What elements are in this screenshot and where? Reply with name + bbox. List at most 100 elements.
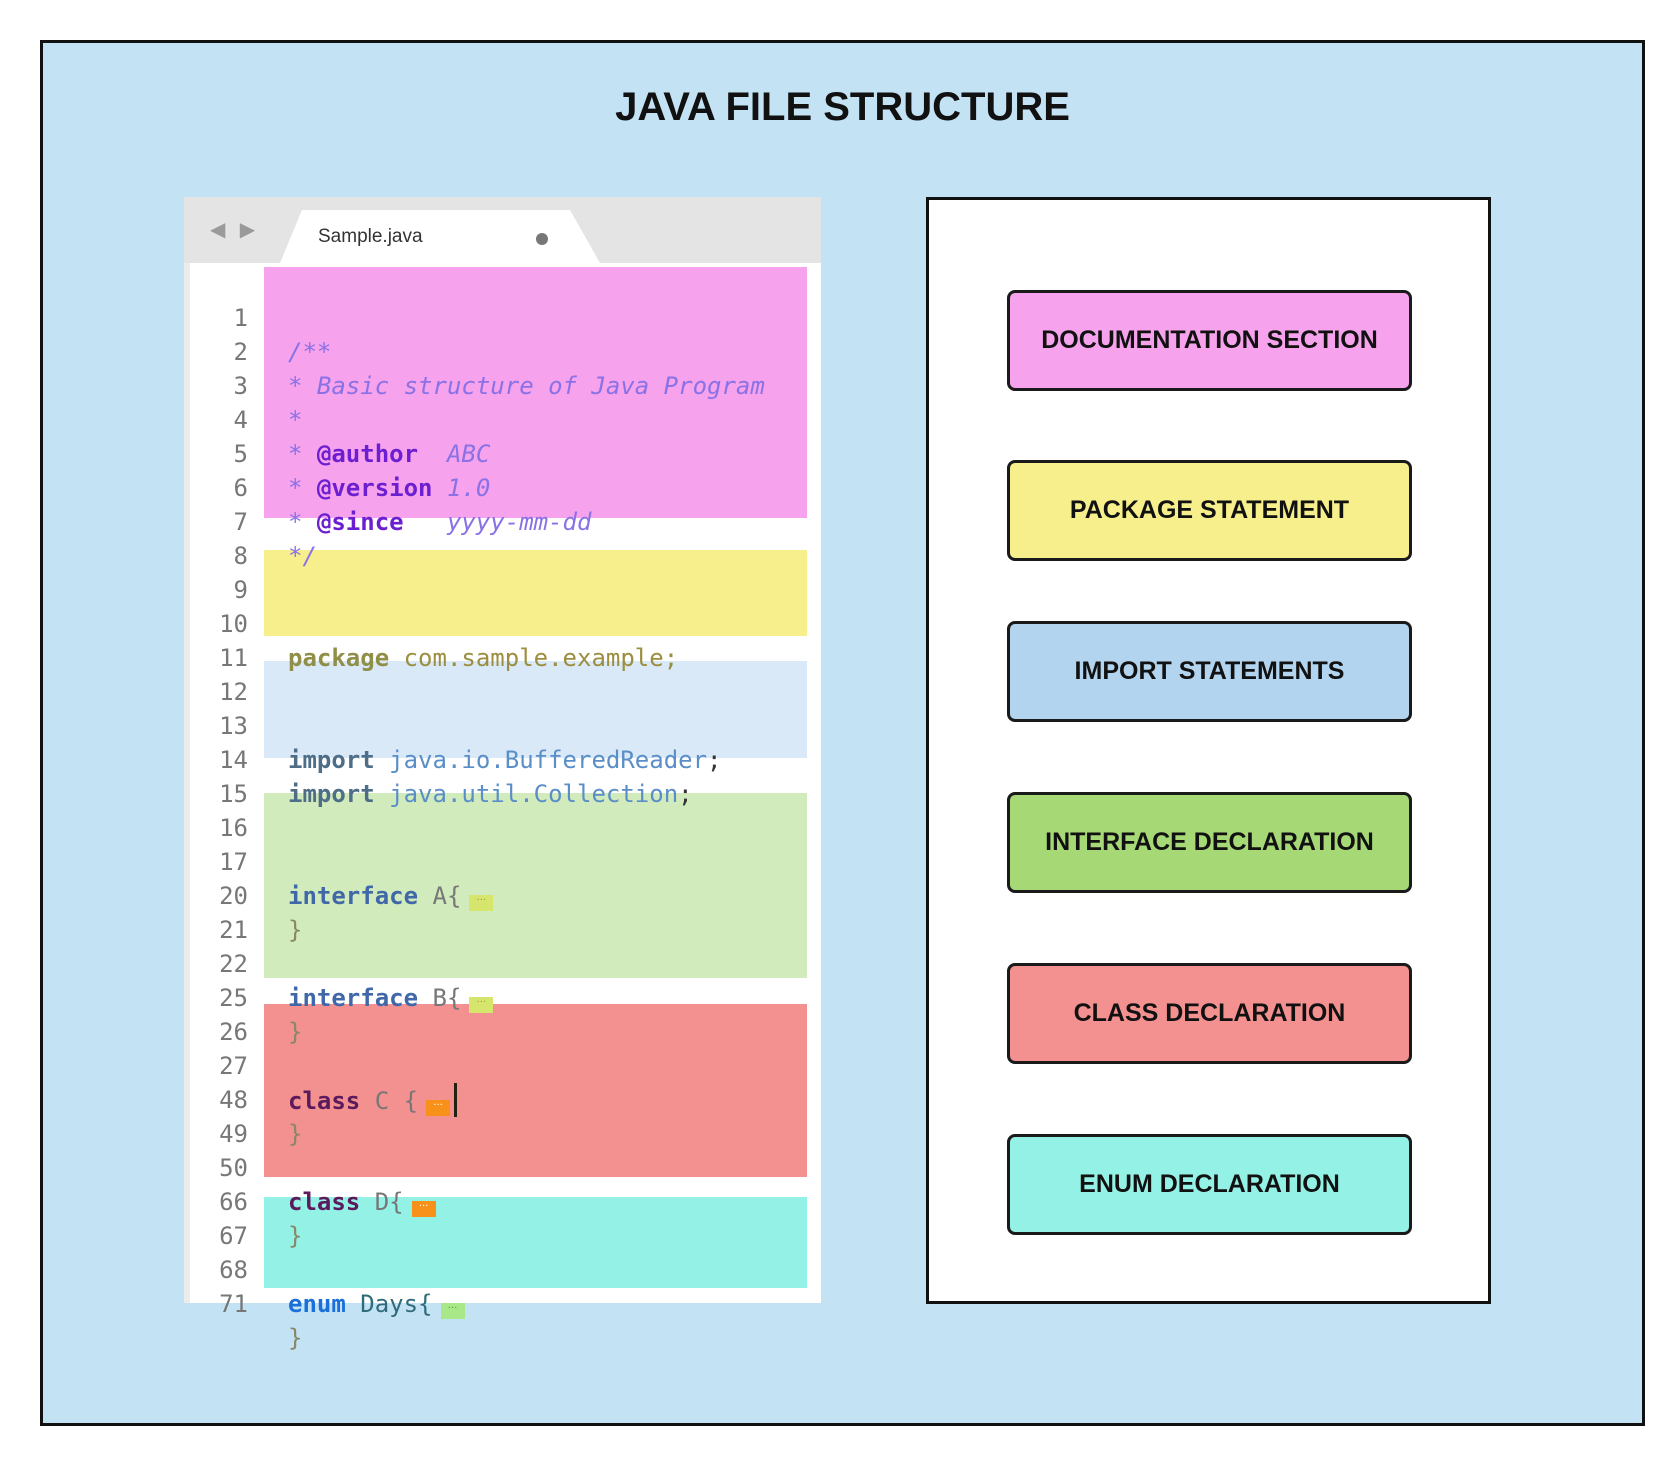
fold-marker-icon[interactable]: ··· — [440, 1303, 465, 1319]
fold-marker-icon[interactable]: ··· — [411, 1201, 436, 1217]
line-number: 17 — [219, 848, 248, 876]
line-number: 26 — [219, 1018, 248, 1046]
line-code: } — [288, 1120, 303, 1148]
code-line: 6 * @since yyyy-mm-dd — [184, 437, 821, 536]
code-editor: ◀ ▶ Sample.java 1 /** 2 * Basic structur… — [184, 197, 821, 1352]
legend-panel: DOCUMENTATION SECTION PACKAGE STATEMENT … — [926, 197, 1491, 1304]
editor-gutter-edge — [184, 263, 190, 1303]
code-line: 8 — [184, 505, 821, 570]
token: @version — [316, 474, 433, 502]
code-line: 68 enum Days{ ··· — [184, 1219, 821, 1319]
text-cursor-icon — [454, 1083, 458, 1117]
line-number: 1 — [233, 304, 248, 332]
line-code: } — [288, 916, 303, 944]
editor-tab-bar: ◀ ▶ Sample.java — [184, 197, 821, 263]
code-line: 5 * @version 1.0 — [184, 403, 821, 502]
line-code: package com.sample.example; — [288, 641, 678, 675]
code-line: 4 * @author ABC — [184, 369, 821, 468]
token: .io. — [446, 746, 505, 774]
line-code: * Basic structure of Java Program — [288, 372, 765, 400]
legend-import-statements: IMPORT STATEMENTS — [1007, 621, 1412, 722]
line-number: 66 — [219, 1188, 248, 1216]
code-line: 15 — [184, 743, 821, 808]
token: B{ — [418, 984, 462, 1012]
legend-interface-declaration: INTERFACE DECLARATION — [1007, 792, 1412, 893]
line-number: 71 — [219, 1290, 248, 1318]
line-code: * @version 1.0 — [288, 471, 490, 505]
line-code: } — [288, 1324, 303, 1352]
line-number: 14 — [219, 746, 248, 774]
nav-arrows-icon[interactable]: ◀ ▶ — [210, 217, 260, 241]
line-code: interface A{ ··· — [288, 879, 494, 913]
line-code: /** — [288, 338, 332, 366]
legend-package-statement: PACKAGE STATEMENT — [1007, 460, 1412, 561]
line-code: */ — [288, 542, 317, 570]
token: interface — [288, 882, 419, 910]
token: D{ — [360, 1188, 404, 1216]
code-line: 16 — [184, 777, 821, 842]
code-line: 2 * Basic structure of Java Program — [184, 301, 821, 400]
line-number: 21 — [219, 916, 248, 944]
line-number: 16 — [219, 814, 248, 842]
code-line: 11 — [184, 607, 821, 672]
line-number: 27 — [219, 1052, 248, 1080]
line-number: 67 — [219, 1222, 248, 1250]
fold-marker-icon[interactable]: ··· — [426, 1100, 451, 1116]
line-number: 2 — [233, 338, 248, 366]
line-number: 68 — [219, 1256, 248, 1284]
token: Collection — [533, 780, 679, 808]
token: ABC — [418, 440, 491, 468]
line-number: 13 — [219, 712, 248, 740]
line-number: 9 — [233, 576, 248, 604]
line-number: 48 — [219, 1086, 248, 1114]
token: BufferedReader — [504, 746, 708, 774]
package-region — [264, 550, 807, 636]
diagram-frame: JAVA FILE STRUCTURE ◀ ▶ Sample.java 1 /*… — [40, 40, 1645, 1426]
line-code: import java.util.Collection; — [288, 777, 693, 811]
fold-marker-icon[interactable]: ··· — [469, 997, 494, 1013]
line-number: 49 — [219, 1120, 248, 1148]
line-code: * @since yyyy-mm-dd — [288, 505, 591, 539]
token: * — [288, 508, 317, 536]
token: yyyy-mm-dd — [403, 508, 592, 536]
line-code: class D{··· — [288, 1185, 436, 1219]
class-region — [264, 1004, 807, 1177]
code-line: 13 import java.io.BufferedReader; — [184, 675, 821, 774]
line-code: interface B{ ··· — [288, 981, 494, 1015]
code-line: 7 */ — [184, 471, 821, 570]
code-line: 49 — [184, 1083, 821, 1148]
token: C { — [360, 1087, 419, 1115]
code-line: 26 — [184, 981, 821, 1046]
code-line: 9 — [184, 539, 821, 604]
documentation-region — [264, 267, 807, 518]
interface-region — [264, 793, 807, 978]
token: A{ — [418, 882, 462, 910]
token: com.sample.example; — [389, 644, 679, 672]
token: enum — [288, 1290, 346, 1318]
code-line: 10 package com.sample.example; — [184, 573, 821, 672]
token: .util. — [446, 780, 534, 808]
token: * — [288, 474, 317, 502]
token: import — [288, 780, 375, 808]
fold-marker-icon[interactable]: ··· — [469, 895, 494, 911]
line-code: } — [288, 1222, 303, 1250]
line-number: 4 — [233, 406, 248, 434]
line-number: 25 — [219, 984, 248, 1012]
line-number: 6 — [233, 474, 248, 502]
code-line: 21 — [184, 879, 821, 944]
unsaved-dot-icon — [536, 233, 548, 245]
token: * — [288, 440, 317, 468]
enum-region — [264, 1197, 807, 1288]
code-line: 66 } — [184, 1151, 821, 1250]
line-code: } — [288, 1018, 303, 1046]
editor-tab[interactable]: Sample.java — [280, 210, 600, 263]
code-line: 12 — [184, 641, 821, 706]
token: ; — [707, 746, 722, 774]
line-number: 5 — [233, 440, 248, 468]
token: interface — [288, 984, 419, 1012]
line-code: class C {··· — [288, 1083, 458, 1118]
token: Days{ — [345, 1290, 433, 1318]
line-code: * — [288, 406, 303, 434]
code-line: 27 class C {··· — [184, 1015, 821, 1117]
line-code: enum Days{ ··· — [288, 1287, 465, 1321]
